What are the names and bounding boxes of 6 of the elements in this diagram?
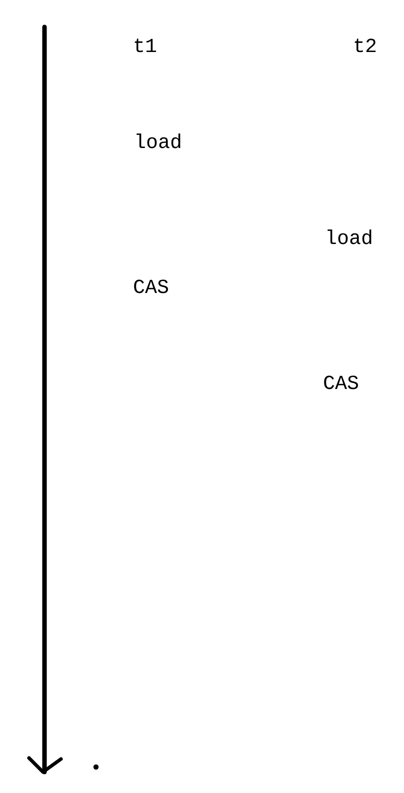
thread-label: t1 [133, 36, 158, 60]
thread-label: t2 [353, 36, 378, 60]
step-label: CAS [133, 277, 170, 301]
step-label: load [134, 132, 182, 156]
step-label: CAS [323, 373, 360, 397]
step-label: load [325, 228, 374, 252]
